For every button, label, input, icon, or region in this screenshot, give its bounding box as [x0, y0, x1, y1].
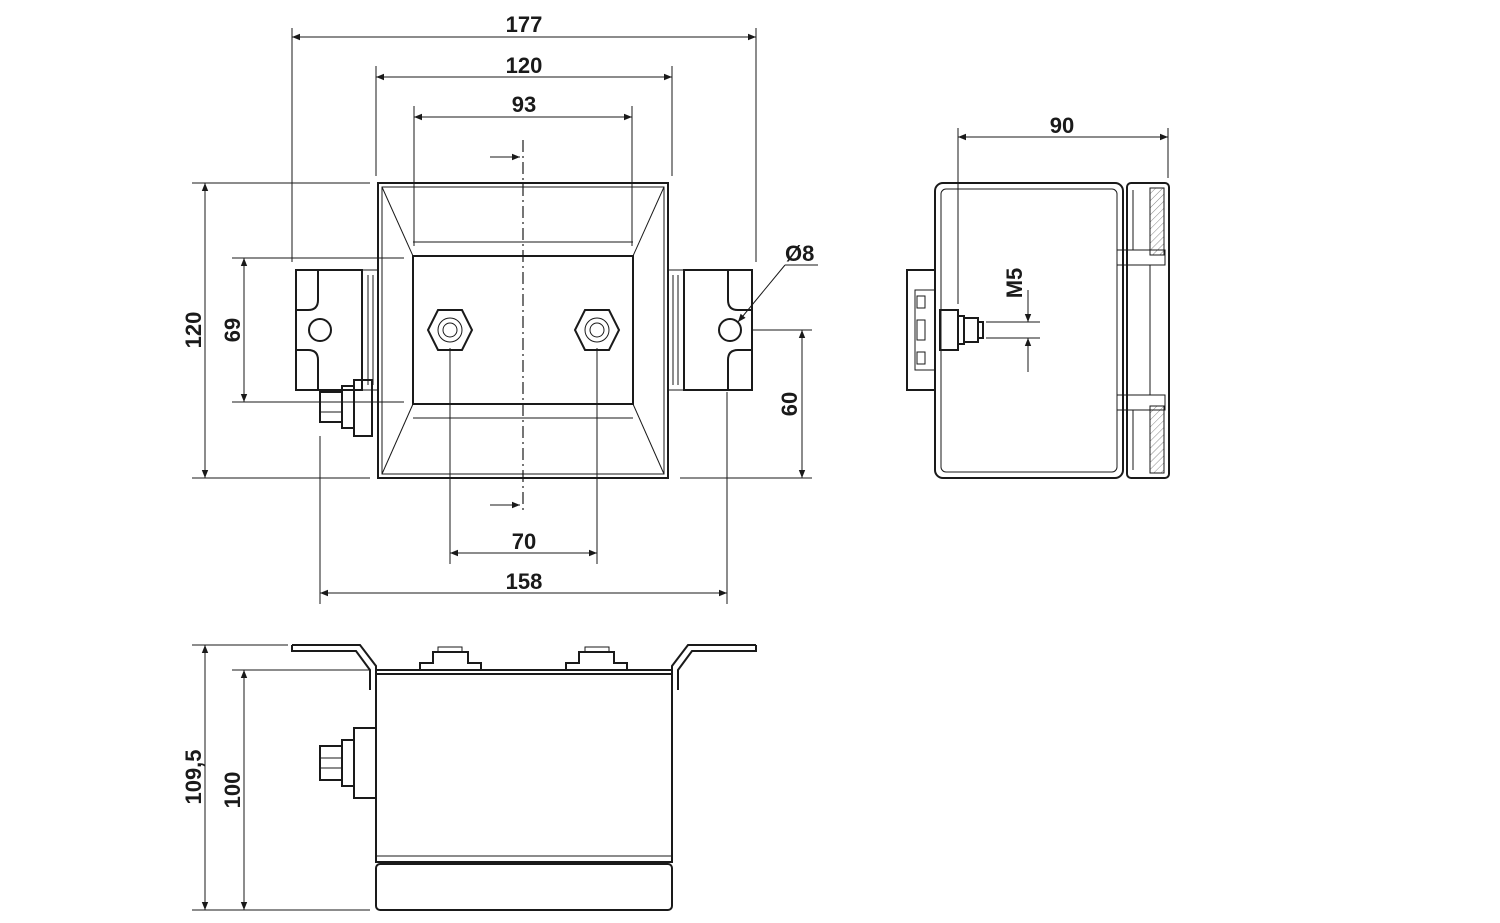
side-lid: [1126, 182, 1170, 479]
dim-120-top: 120: [506, 53, 543, 78]
terminal-nut-left: [426, 309, 474, 351]
bottom-view: 109,5 100: [181, 644, 757, 911]
dim-109-5: 109,5: [181, 749, 206, 804]
dim-100: 100: [220, 772, 245, 809]
side-mounting-plate: [906, 269, 936, 391]
side-view: 90 M5: [906, 113, 1170, 479]
dim-93: 93: [512, 92, 536, 117]
dim-70: 70: [512, 529, 536, 554]
earth-bolt: [319, 379, 373, 437]
dim-120-left: 120: [181, 312, 206, 349]
mounting-hole-right: [718, 318, 742, 342]
terminal-nut-right: [573, 309, 621, 351]
dim-177: 177: [506, 12, 543, 37]
dim-90: 90: [1050, 113, 1074, 138]
front-view: 177 120 93 Ø8 120 69 60 70 158: [181, 12, 818, 604]
dim-diameter: Ø8: [785, 241, 814, 266]
side-terminal-stud: [939, 309, 984, 351]
dim-69: 69: [220, 318, 245, 342]
bottom-base: [375, 863, 673, 911]
dim-thread: M5: [1002, 268, 1027, 299]
bottom-housing: [375, 673, 673, 863]
bottom-earth-bolt: [319, 727, 377, 799]
left-mounting-bracket: [295, 269, 378, 391]
bottom-terminal-left: [419, 646, 482, 670]
bottom-terminal-right: [565, 646, 628, 670]
dim-60: 60: [777, 392, 802, 416]
mounting-hole-left: [308, 318, 332, 342]
dim-158: 158: [506, 569, 543, 594]
right-mounting-bracket: [668, 269, 753, 391]
